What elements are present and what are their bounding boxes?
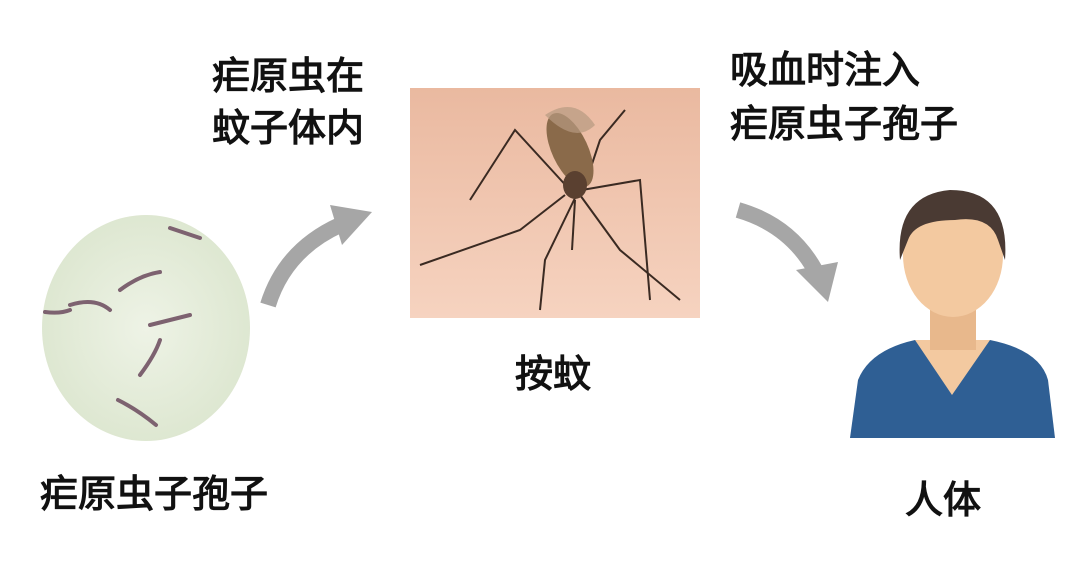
label-inject-line2: 疟原虫子孢子 — [730, 102, 959, 146]
person-icon — [850, 190, 1055, 438]
label-in-mosquito-line1: 疟原虫在 — [212, 54, 365, 98]
label-sporozoite: 疟原虫子孢子 — [40, 472, 269, 516]
sporozoite-image — [42, 215, 250, 441]
label-human: 人体 — [905, 478, 982, 522]
label-inject-line1: 吸血时注入 — [730, 48, 921, 92]
label-mosquito: 按蚊 — [515, 352, 592, 396]
arrow-to-mosquito — [260, 205, 372, 308]
arrow-to-human — [735, 202, 838, 302]
label-in-mosquito-line2: 蚊子体内 — [212, 106, 365, 150]
mosquito-image — [410, 88, 700, 318]
